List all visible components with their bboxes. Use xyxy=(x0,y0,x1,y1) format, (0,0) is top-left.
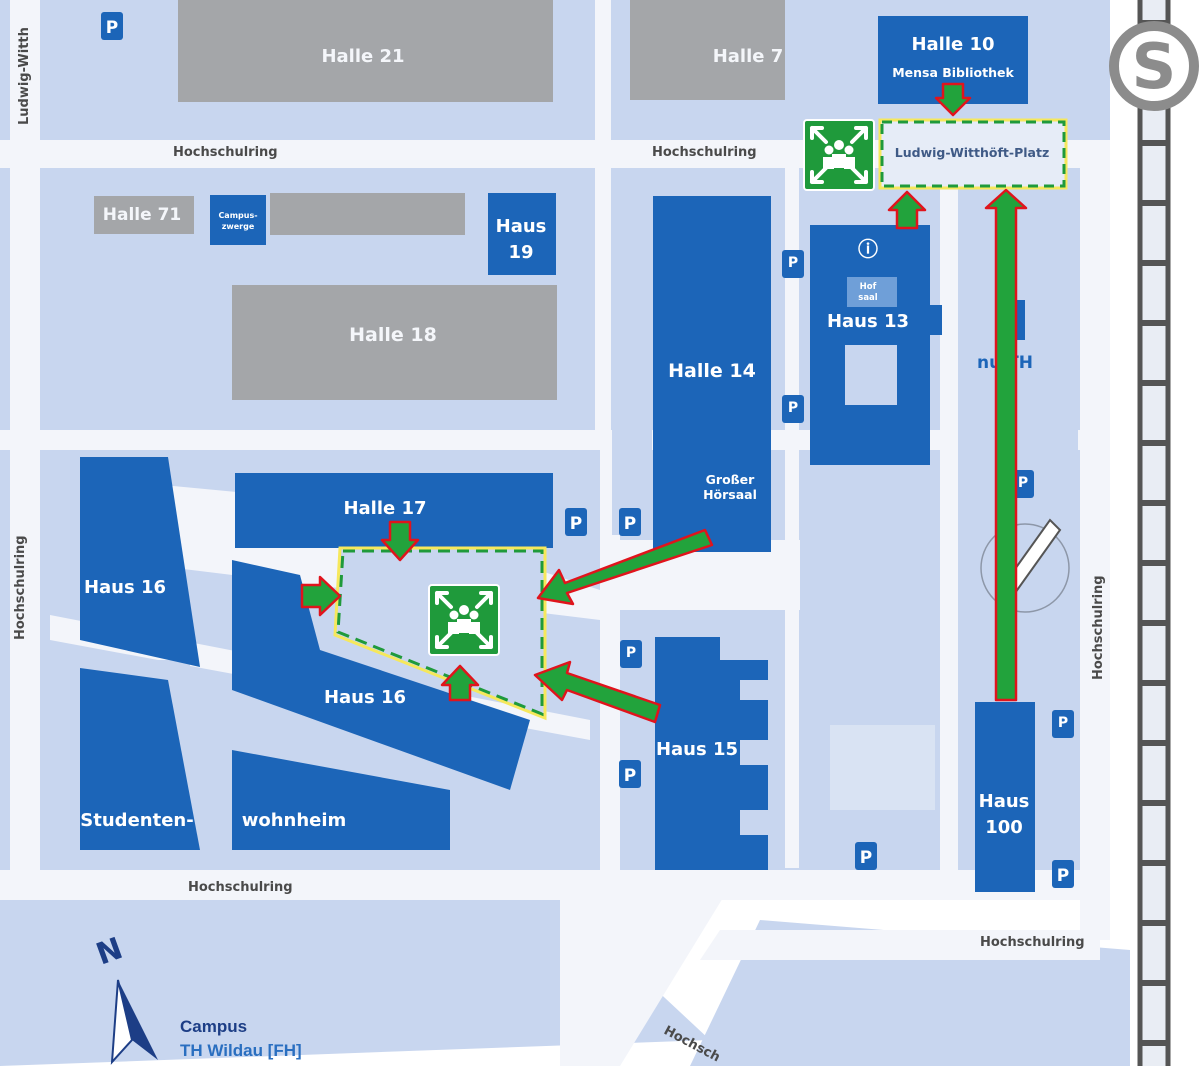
courtyards xyxy=(740,345,897,835)
parking-icon: P xyxy=(855,842,877,870)
s-bahn-icon: S xyxy=(1109,21,1199,111)
svg-text:P: P xyxy=(788,255,798,271)
haus-16-south-building xyxy=(232,560,530,790)
parking-icon: P xyxy=(620,640,642,668)
svg-text:P: P xyxy=(1018,475,1028,491)
street-ludwig-witthoeft: Ludwig-Witth xyxy=(17,27,32,125)
studentenwohnheim-west xyxy=(80,668,200,850)
campus-label: Campus xyxy=(180,1017,247,1036)
svg-text:P: P xyxy=(624,514,636,534)
svg-text:P: P xyxy=(860,848,872,868)
parking-icon: P xyxy=(782,250,804,278)
label-studenten: Studenten- xyxy=(80,810,193,831)
haus-100-building xyxy=(975,702,1035,892)
studentenwohnheim-east xyxy=(232,750,450,850)
svg-text:P: P xyxy=(624,766,636,786)
label-haus-19-b: 19 xyxy=(508,242,533,263)
assembly-point-icon xyxy=(802,118,876,192)
label-campuszwerge-1: Campus- xyxy=(218,211,257,220)
parking-icons: P P P P P P P P P P P xyxy=(101,12,1074,888)
label-halle-18: Halle 18 xyxy=(349,324,437,346)
parking-icon: P xyxy=(1052,860,1074,888)
sports-field xyxy=(830,725,935,810)
streets xyxy=(0,0,1110,1066)
hofsaal-box xyxy=(847,277,897,307)
street-hochschulring-nm: Hochschulring xyxy=(652,145,757,160)
arrow-long-up xyxy=(984,188,1028,702)
svg-text:P: P xyxy=(570,514,582,534)
haus-19-building xyxy=(488,193,556,275)
label-haus-19-a: Haus xyxy=(496,216,547,237)
halle-14-building xyxy=(653,196,771,552)
label-haus-100-a: Haus xyxy=(979,791,1030,812)
label-hofsaal-1: Hof xyxy=(860,282,877,292)
label-grosser-hoersaal-1: Großer xyxy=(706,472,755,487)
th-wildau-label: TH Wildau [FH] xyxy=(180,1041,302,1060)
label-halle-17: Halle 17 xyxy=(343,498,426,519)
halle-18-building xyxy=(232,285,557,400)
svg-text:P: P xyxy=(626,645,636,661)
parking-icon: P xyxy=(565,508,587,536)
arrow-right-haus16 xyxy=(300,575,342,617)
parking-icon: P xyxy=(782,395,804,423)
label-haus-15: Haus 15 xyxy=(656,739,738,760)
label-campuszwerge-2: zwerge xyxy=(222,222,255,231)
label-grosser-hoersaal-2: Hörsaal xyxy=(703,487,757,502)
haus-16-west-building xyxy=(80,457,200,667)
label-haus-13: Haus 13 xyxy=(827,311,909,332)
parking-icon: P xyxy=(619,760,641,788)
label-wohnheim: wohnheim xyxy=(242,810,347,831)
label-halle-21: Halle 21 xyxy=(321,46,404,67)
parking-icon: P xyxy=(619,508,641,536)
info-icon: ⓘ xyxy=(858,237,878,261)
street-hochschulring-west: Hochschulring xyxy=(13,535,28,640)
halle-7-building xyxy=(630,0,785,100)
arrow-down-halle10 xyxy=(934,82,972,117)
roundabout xyxy=(980,523,1070,613)
label-halle-14: Halle 14 xyxy=(668,360,756,382)
street-hochschulring-nw: Hochschulring xyxy=(173,145,278,160)
halle-21-building xyxy=(178,0,553,102)
label-haus-16-south: Haus 16 xyxy=(324,687,406,708)
label-halle-71: Halle 71 xyxy=(103,205,181,225)
parking-icon: P xyxy=(1052,710,1074,738)
label-halle-7: Halle 7 xyxy=(713,46,784,67)
street-hochschulring-south: Hochschulring xyxy=(188,880,293,895)
street-hochschulring-se: Hochschulring xyxy=(980,935,1085,950)
label-haus-100-b: 100 xyxy=(985,817,1023,838)
railway xyxy=(1137,0,1171,1066)
label-hofsaal-2: saal xyxy=(858,293,878,303)
assembly-point-icon xyxy=(427,583,501,657)
halle-71-building xyxy=(94,196,194,234)
campuszwerge-building xyxy=(210,195,266,245)
s-bahn-label: S xyxy=(1132,30,1177,103)
label-ludwig-witthoeft-platz: Ludwig-Witthöft-Platz xyxy=(895,145,1049,160)
haus-15-building xyxy=(655,637,768,870)
arrow-from-haus15 xyxy=(533,660,662,724)
svg-text:P: P xyxy=(1057,866,1069,886)
arrow-up-plaza xyxy=(887,190,927,230)
grey-halls xyxy=(94,0,785,400)
svg-text:P: P xyxy=(1058,715,1068,731)
parking-icon: P xyxy=(101,12,123,40)
evacuation-arrows xyxy=(300,82,1028,724)
arrow-down-halle17 xyxy=(380,520,420,562)
label-mensa-bibliothek: Mensa Bibliothek xyxy=(892,65,1014,80)
campuszwerge-annex xyxy=(270,193,465,235)
arrow-up-haus16 xyxy=(440,664,480,702)
label-halle-10: Halle 10 xyxy=(911,34,994,55)
arrow-from-hoersaal xyxy=(536,528,714,606)
label-haus-16-west: Haus 16 xyxy=(84,577,166,598)
street-hochschulring-east: Hochschulring xyxy=(1091,575,1106,680)
svg-text:P: P xyxy=(788,400,798,416)
svg-text:P: P xyxy=(106,18,118,38)
assembly-zone-north: Ludwig-Witthöft-Platz xyxy=(878,118,1068,190)
parking-icon: P xyxy=(1012,470,1034,498)
